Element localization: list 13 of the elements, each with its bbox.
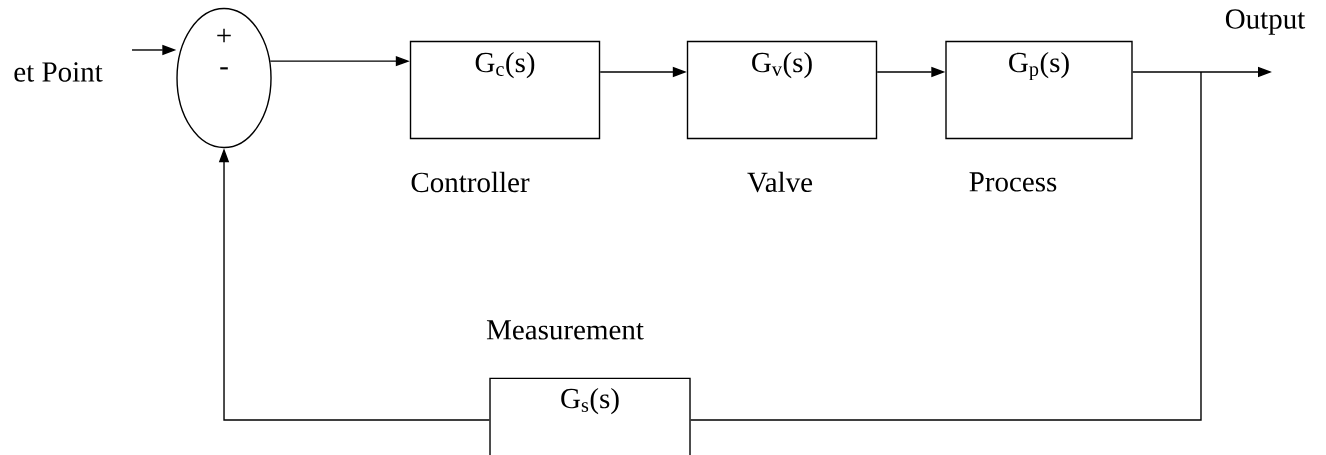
transfer-function-box: G$_{s}$(s) bbox=[489, 377, 691, 455]
block-caption: Valve bbox=[747, 171, 813, 193]
connector-line bbox=[1132, 71, 1202, 73]
summing-junction: + - bbox=[176, 7, 272, 149]
transfer-function-box: G$_{v}$(s) bbox=[686, 40, 878, 140]
connector-line bbox=[690, 71, 1202, 421]
signal-label: Output bbox=[1225, 9, 1306, 35]
transfer-function-box: G$_{c}$(s) bbox=[409, 40, 601, 140]
block-caption: Process bbox=[969, 172, 1057, 192]
transfer-function-box: G$_{p}$(s) bbox=[945, 40, 1133, 140]
block-caption: Controller bbox=[411, 171, 530, 193]
block-caption: Measurement bbox=[486, 320, 644, 340]
signal-label: et Point bbox=[14, 62, 103, 82]
